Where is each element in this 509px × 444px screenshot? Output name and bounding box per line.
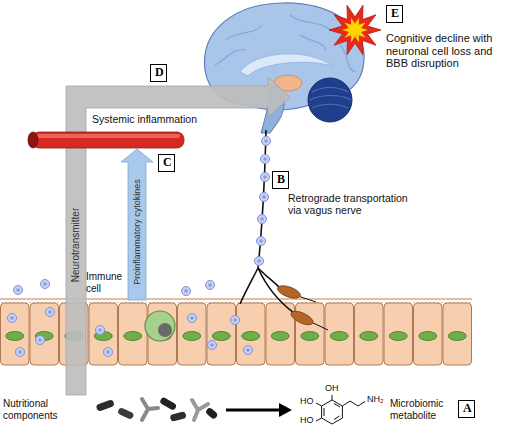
conversion-arrow [226,403,292,417]
callout-box: D [150,64,167,82]
atom-label: HO [300,415,314,425]
callout-letter: E [391,7,398,21]
arrow-label: Proinflammatory cytokines [132,179,142,285]
atom-label: NH₂ [367,394,384,404]
immune-cell [145,311,175,341]
atom-label: HO [300,396,314,406]
callout-letter: A [463,402,470,416]
damage-burst [329,5,381,54]
product-label: Microbiomic metabolite [390,398,454,421]
callout-letter: D [155,66,162,80]
blood-vessel [28,132,184,148]
outcome-note: Cognitive decline with neuronal cell los… [386,32,507,70]
enteric-neuron [276,283,315,327]
molecule-structure [316,395,365,424]
neurotransmitter-arrow [66,77,290,395]
pathway-label: Systemic inflammation [92,113,197,125]
callout-box: B [272,171,289,189]
cell-label: Immune cell [86,271,126,294]
source-label: Nutritional components [3,398,63,421]
cytokine-arrow [121,149,153,300]
arrow-label: Neurotransmitter [70,208,82,282]
pathway-label: Retrograde transportation via vagus nerv… [288,192,418,216]
callout-letter: C [163,156,170,170]
gut-bacteria [96,396,219,422]
atom-label: OH [325,383,339,393]
metabolite-dots [8,137,271,357]
callout-box: E [386,5,403,23]
vagus-nerve [240,130,328,330]
callout-letter: B [277,173,284,187]
callout-box: C [158,154,175,172]
callout-box: A [458,400,475,418]
